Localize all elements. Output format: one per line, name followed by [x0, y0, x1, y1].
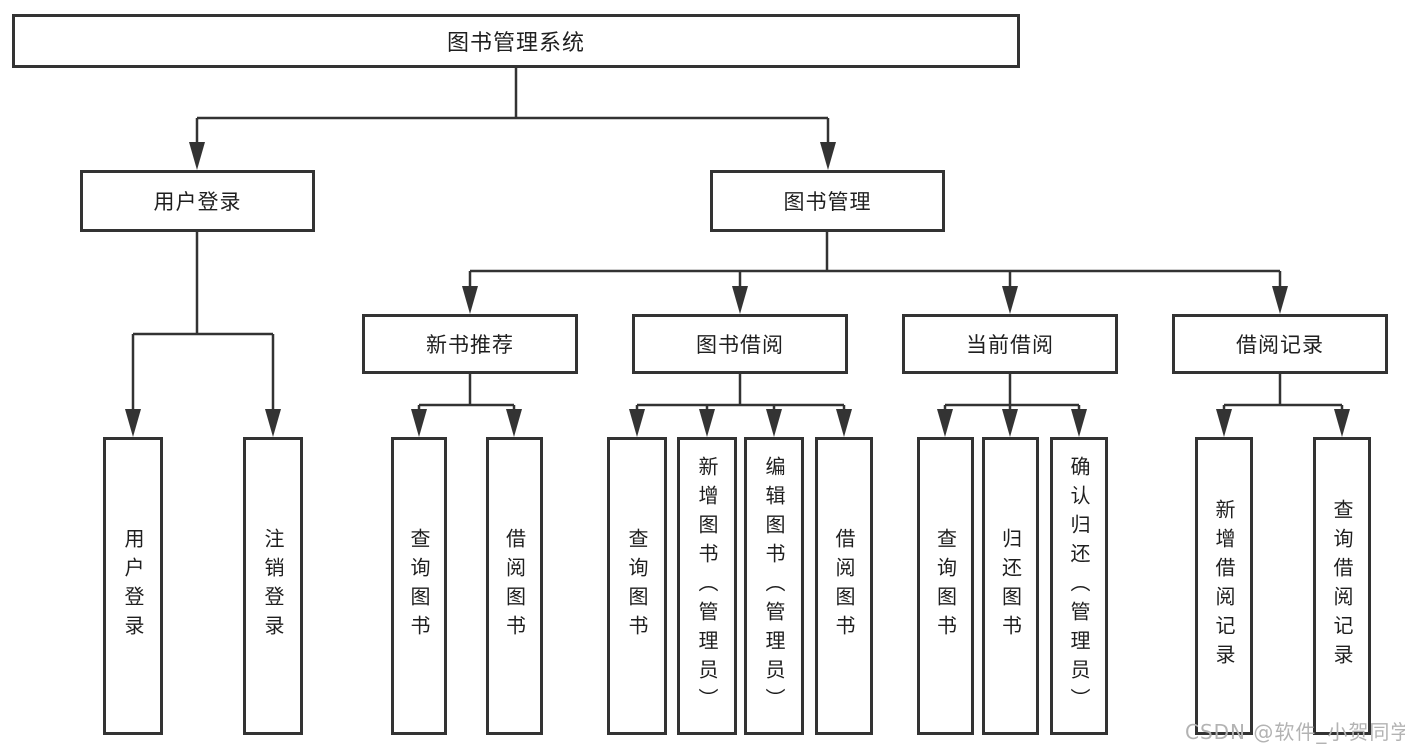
leaf-borrow-book-label: 借阅图书: [832, 528, 856, 644]
node-book-management-label: 图书管理: [783, 190, 872, 214]
leaf-query-book-recommend: 查询图书: [391, 437, 447, 735]
leaf-user-login-label: 用户登录: [121, 528, 145, 644]
leaf-query-book-recommend-label: 查询图书: [407, 528, 431, 644]
leaf-return-book: 归还图书: [982, 437, 1039, 735]
node-new-book-recommend: 新书推荐: [362, 314, 578, 374]
node-book-management: 图书管理: [710, 170, 945, 232]
csdn-watermark: CSDN @软件_小贺同学: [1185, 720, 1405, 744]
node-book-borrow-label: 图书借阅: [696, 333, 784, 357]
node-book-borrow: 图书借阅: [632, 314, 848, 374]
leaf-logout-label: 注销登录: [261, 528, 285, 644]
leaf-logout: 注销登录: [243, 437, 303, 735]
leaf-query-borrow-record-label: 查询借阅记录: [1330, 499, 1354, 673]
leaf-user-login: 用户登录: [103, 437, 163, 735]
leaf-query-book-current: 查询图书: [917, 437, 974, 735]
node-borrow-record-label: 借阅记录: [1236, 333, 1324, 357]
node-borrow-record: 借阅记录: [1172, 314, 1388, 374]
node-current-borrow-label: 当前借阅: [966, 333, 1054, 357]
connector-shafts: [131, 68, 1344, 411]
leaf-query-book-borrow: 查询图书: [607, 437, 667, 735]
node-library-system: 图书管理系统: [12, 14, 1020, 68]
leaf-return-book-label: 归还图书: [998, 528, 1023, 644]
leaf-borrow-book-recommend: 借阅图书: [486, 437, 543, 735]
leaf-borrow-book: 借阅图书: [815, 437, 873, 735]
leaf-edit-book-admin: 编辑图书（管理员）: [744, 437, 804, 735]
leaf-add-book-admin: 新增图书（管理员）: [677, 437, 737, 735]
leaf-query-book-borrow-label: 查询图书: [625, 528, 649, 644]
node-library-system-label: 图书管理系统: [446, 31, 585, 56]
node-current-borrow: 当前借阅: [902, 314, 1118, 374]
leaf-add-borrow-record: 新增借阅记录: [1195, 437, 1253, 735]
leaf-borrow-book-recommend-label: 借阅图书: [502, 528, 527, 644]
node-user-login-label: 用户登录: [153, 190, 242, 214]
node-user-login: 用户登录: [80, 170, 315, 232]
node-new-book-recommend-label: 新书推荐: [426, 333, 514, 357]
leaf-confirm-return-admin-label: 确认归还（管理员）: [1067, 455, 1091, 717]
arrowheads: [125, 142, 1350, 437]
leaf-add-borrow-record-label: 新增借阅记录: [1212, 499, 1236, 673]
leaf-edit-book-admin-label: 编辑图书（管理员）: [762, 455, 786, 717]
leaf-query-book-current-label: 查询图书: [933, 528, 958, 644]
leaf-add-book-admin-label: 新增图书（管理员）: [695, 455, 719, 717]
leaf-query-borrow-record: 查询借阅记录: [1313, 437, 1371, 735]
leaf-confirm-return-admin: 确认归还（管理员）: [1050, 437, 1108, 735]
